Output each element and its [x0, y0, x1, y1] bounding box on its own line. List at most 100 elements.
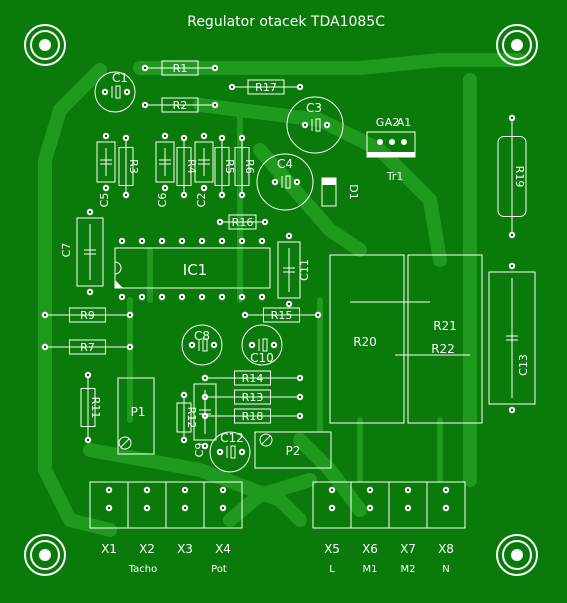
- tr1-pin-a1: A1: [397, 116, 412, 129]
- capacitor-label-c3: C3: [306, 101, 322, 115]
- resistor-label-r6: R6: [243, 159, 256, 174]
- resistor-label-r11: R11: [89, 397, 102, 419]
- capacitor-label-c2: C2: [195, 193, 208, 208]
- r22-label: R22: [431, 342, 455, 356]
- connector-x8-label: X8: [438, 542, 454, 556]
- resistor-r3: R3: [118, 134, 140, 199]
- mounting-hole-bottom-right: [496, 534, 538, 576]
- capacitor-label-c1: C1: [112, 71, 128, 85]
- capacitor-c5: C5: [96, 132, 116, 208]
- copper-traces: [38, 53, 527, 537]
- capacitor-c7: C7: [60, 208, 104, 296]
- capacitor-c3: C3: [286, 96, 344, 154]
- mounting-hole-top-right: [496, 24, 538, 66]
- resistor-label-r12: R12: [185, 407, 198, 429]
- connector-x4-sublabel: Pot: [211, 564, 227, 575]
- capacitor-label-c10: C10: [250, 351, 274, 365]
- p1-label: P1: [131, 405, 146, 419]
- resistor-r17: R17: [228, 79, 304, 95]
- d1-label: D1: [347, 184, 360, 199]
- resistor-label-r15: R15: [271, 309, 293, 322]
- resistor-r7: R7: [41, 339, 134, 355]
- connector-x1-label: X1: [101, 542, 117, 556]
- capacitor-label-c6: C6: [156, 193, 169, 208]
- potentiometer-p2: P2: [254, 431, 332, 469]
- mounting-hole-bottom-left: [24, 534, 66, 576]
- capacitor-c10: C10: [241, 324, 283, 366]
- capacitor-label-c8: C8: [194, 329, 210, 343]
- resistor-label-r2: R2: [173, 99, 188, 112]
- r20-label: R20: [353, 335, 377, 349]
- connector-x2-sublabel: Tacho: [128, 564, 158, 575]
- capacitor-c2: C2: [194, 132, 214, 208]
- connector-x6-label: X6: [362, 542, 378, 556]
- resistor-label-r13: R13: [242, 391, 264, 404]
- connector-x7-label: X7: [400, 542, 416, 556]
- resistor-label-r9: R9: [80, 309, 95, 322]
- capacitor-c13: C13: [488, 262, 536, 414]
- capacitor-label-c12: C12: [220, 431, 244, 445]
- capacitor-c1: C1: [94, 71, 136, 113]
- triac-tr1: A1 A2 G Tr1: [366, 116, 416, 183]
- capacitor-c4: C4: [256, 153, 314, 211]
- potentiometer-p1: P1: [117, 377, 155, 455]
- tr1-label: Tr1: [386, 170, 404, 183]
- resistor-label-r7: R7: [80, 341, 95, 354]
- diode-d1: D1: [321, 177, 360, 207]
- resistor-r16: R16: [216, 214, 269, 230]
- resistor-r13: R13: [201, 389, 304, 405]
- capacitor-label-c7: C7: [60, 243, 73, 258]
- resistor-r12: R12: [176, 391, 198, 444]
- resistor-label-r3: R3: [127, 159, 140, 174]
- tr1-pin-g: G: [376, 116, 385, 129]
- ic1-label: IC1: [183, 261, 207, 279]
- resistor-r15: R15: [241, 307, 322, 323]
- capacitor-c6: C6: [155, 132, 175, 208]
- resistor-r1: R1: [141, 60, 219, 76]
- resistor-label-r5: R5: [223, 159, 236, 174]
- capacitor-c8: C8: [181, 324, 223, 366]
- resistor-label-r19: R19: [513, 166, 526, 188]
- copper-traces-thin: [127, 112, 443, 483]
- resistor-r6: R6: [234, 134, 256, 199]
- capacitor-label-c11: C11: [298, 259, 311, 281]
- connector-x4-label: X4: [215, 542, 231, 556]
- mounting-hole-top-left: [24, 24, 66, 66]
- connector-x7-sublabel: M2: [401, 564, 416, 575]
- capacitor-c9: C9: [193, 374, 217, 458]
- resistor-r11: R11: [80, 371, 102, 444]
- resistor-r19: R19: [497, 114, 527, 239]
- resistor-r5: R5: [214, 134, 236, 199]
- resistor-label-r1: R1: [173, 62, 188, 75]
- resistor-label-r18: R18: [242, 410, 264, 423]
- resistor-r2: R2: [141, 97, 219, 113]
- connector-x8-sublabel: N: [442, 564, 449, 575]
- tr1-pin-a2: A2: [385, 116, 400, 129]
- connector-x2-label: X2: [139, 542, 155, 556]
- p2-label: P2: [286, 444, 301, 458]
- resistor-label-r14: R14: [242, 372, 264, 385]
- connector-x3-label: X3: [177, 542, 193, 556]
- capacitor-label-c9: C9: [193, 443, 206, 458]
- ic1-package: IC1: [114, 237, 271, 301]
- connector-x6-sublabel: M1: [363, 564, 378, 575]
- connector-x5-sublabel: L: [329, 564, 335, 575]
- connector-block-right: [312, 481, 466, 529]
- capacitor-c11: C11: [277, 232, 311, 308]
- resistor-r9: R9: [41, 307, 134, 323]
- capacitor-label-c13: C13: [517, 354, 530, 376]
- resistor-label-r17: R17: [255, 81, 277, 94]
- board-title: Regulator otacek TDA1085C: [187, 14, 385, 30]
- capacitor-label-c4: C4: [277, 157, 293, 171]
- capacitor-label-c5: C5: [98, 193, 111, 208]
- r21-label: R21: [433, 319, 457, 333]
- capacitor-c12: C12: [209, 431, 251, 473]
- power-resistor-block: R20 R21 R22: [329, 254, 483, 424]
- connector-x5-label: X5: [324, 542, 340, 556]
- resistor-label-r4: R4: [185, 159, 198, 174]
- connector-block-left: [89, 481, 243, 529]
